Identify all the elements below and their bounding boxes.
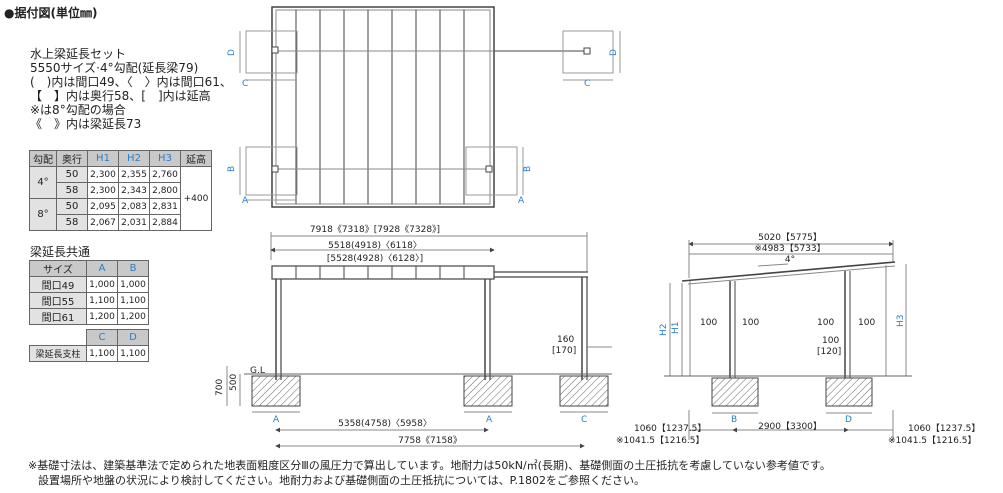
note-line: ※は8°勾配の場合 [30,103,126,117]
label-c: C [584,79,590,89]
svg-text:D: D [845,415,852,425]
dim-width-alt: [5528(4928)〈6128〉] [327,253,423,264]
svg-text:100: 100 [822,336,839,346]
front-labels: A A C [273,415,587,425]
dim-right-alt: ※1041.5【1216.5】 [888,435,977,446]
th-depth: 奥行 [56,150,88,167]
dim-width: 5518(4918)〈6118〉 [328,240,422,251]
dim-left-alt: ※1041.5【1216.5】 [616,435,705,446]
dim-bottom: 5358(4758)〈5958〉 [338,418,432,429]
front-dims: 7918《7318》[7928《7328》] 5518(4918)〈6118〉 … [215,224,576,446]
label-b: B [523,166,533,172]
dim-depth: 5020【5775】 [758,232,822,243]
page-title: ●据付図(単位㎜) [4,6,98,20]
svg-text:H1: H1 [671,322,681,335]
label-a: A [518,196,525,206]
th-h1: H1 [87,150,119,167]
note-line: 【 】内は奥行58、[ ]内は延高 [30,89,211,103]
svg-text:100: 100 [817,318,834,328]
table-row: 間口61 1,200 1,200 [29,308,149,325]
svg-text:A: A [273,415,280,425]
table-row: 間口55 1,100 1,100 [29,292,149,309]
dim-bottom-total: 7758《7158》 [398,435,462,446]
plan-view [239,6,621,208]
side-labels: H2 H1 H3 B D [659,315,906,426]
note-line: 《 》内は梁延長73 [30,117,142,131]
gl-label: G.L [250,366,265,376]
table-row: 8° 50 2,095 2,083 2,831 [29,198,212,231]
dim-post: 160 [557,335,574,345]
svg-text:H2: H2 [659,324,669,337]
dim-mid: 2900【3300】 [758,421,822,432]
svg-text:100: 100 [858,318,875,328]
beam-table: サイズ A B 間口49 1,000 1,000 間口55 1,100 1,10… [29,260,149,325]
svg-text:100: 100 [742,318,759,328]
dim-700: 700 [215,379,225,396]
label-d: D [609,49,619,56]
table-row: 梁延長支柱 1,100 1,100 [29,345,149,362]
svg-text:B: B [731,415,737,425]
table-row: 間口49 1,000 1,000 [29,276,149,293]
label-b: B [227,166,237,172]
svg-text:100: 100 [700,318,717,328]
svg-text:H3: H3 [896,315,906,328]
footnote: ※基礎寸法は、建築基準法で定められた地表面粗度区分Ⅲの風圧力で算出しています。地… [28,459,831,487]
note-line: ( )内は間口49、〈 〉内は間口61、 [30,75,232,89]
plan-labels: D C B A A B C D [227,49,619,206]
table-row: 58 2,300 2,343 2,800 [30,182,212,199]
table-row: 4° 50 2,300 2,355 2,760 +400 [29,166,212,231]
th-h3: H3 [149,150,181,167]
post-table: C D 梁延長支柱 1,100 1,100 [29,329,149,362]
svg-text:C: C [581,415,587,425]
label-d: D [227,49,237,56]
note-line: 5550サイズ·4°勾配(延長梁79) [30,61,199,75]
dim-post-alt: [170] [552,346,576,356]
roof-angle: 4° [785,255,795,265]
dim-left: 1060【1237.5】 [634,423,706,434]
beam-title: 梁延長共通 [30,245,91,259]
note-line: 水上梁延長セット [30,47,127,61]
th-ext: 延高 [180,150,212,167]
side-view [664,240,912,440]
height-table: 勾配 奥行 H1 H2 H3 延高 4° 50 2,300 2,355 2,76… [29,150,212,231]
dim-right: 1060【1237.5】 [908,423,980,434]
table-row: 58 2,067 2,031 2,884 [30,214,212,231]
svg-text:A: A [486,415,493,425]
label-c: C [242,79,248,89]
svg-text:[120]: [120] [817,347,841,357]
notes: 水上梁延長セット 5550サイズ·4°勾配(延長梁79) ( )内は間口49、〈… [30,47,232,131]
side-dims: 5020【5775】 ※4983【5733】 4° 100 100 100 10… [616,232,980,446]
label-a: A [242,196,249,206]
dim-overall: 7918《7318》[7928《7328》] [310,224,440,235]
dim-depth-alt: ※4983【5733】 [754,243,825,254]
front-view [226,232,612,449]
dim-500: 500 [229,374,239,391]
